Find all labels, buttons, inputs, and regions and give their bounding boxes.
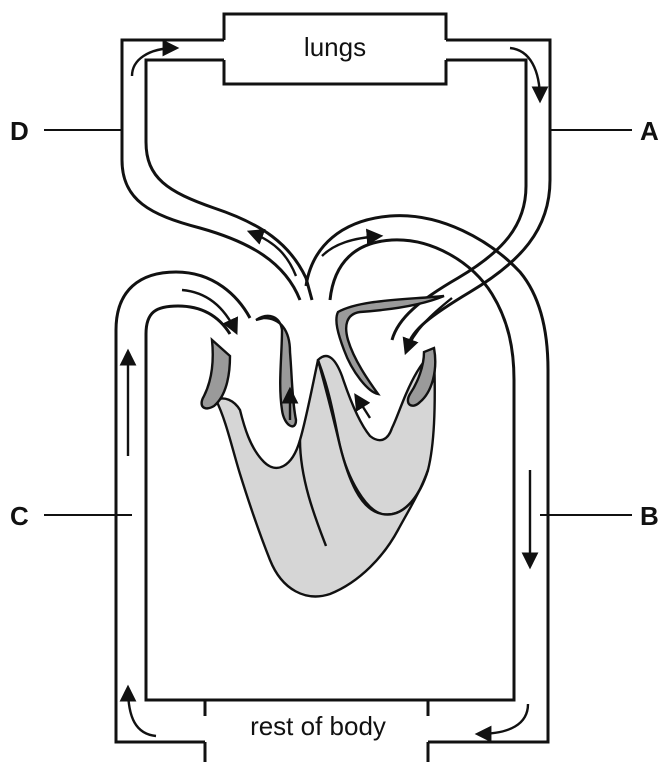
body-label: rest of body bbox=[250, 711, 386, 741]
arrow-body-right bbox=[478, 704, 528, 734]
vena-cava bbox=[116, 272, 250, 742]
label-D: D bbox=[10, 116, 29, 146]
arrow-body-left bbox=[128, 688, 156, 736]
lungs-label: lungs bbox=[304, 32, 366, 62]
arrow-lungs-left bbox=[132, 48, 176, 76]
label-A: A bbox=[640, 116, 659, 146]
pulmonary-vein-inner bbox=[146, 60, 312, 300]
label-B: B bbox=[640, 501, 659, 531]
label-C: C bbox=[10, 501, 29, 531]
arrow-into-left-atrium bbox=[182, 290, 236, 332]
pulmonary-vein bbox=[122, 40, 300, 300]
